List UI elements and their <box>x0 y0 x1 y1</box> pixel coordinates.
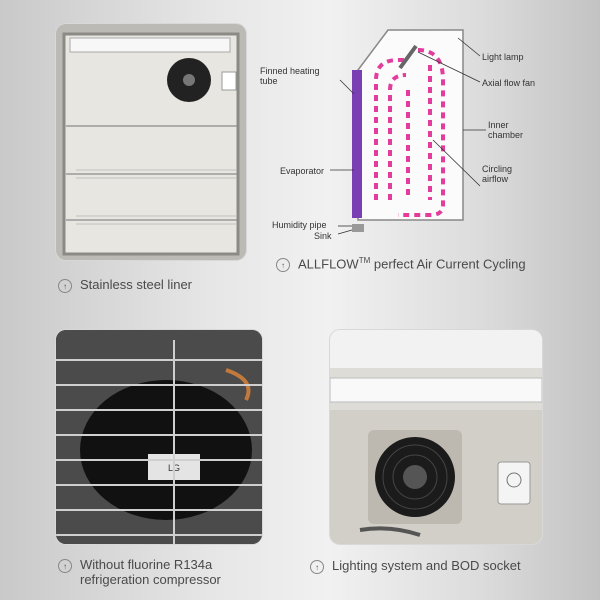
arrow-bullet-icon: ↑ <box>310 560 324 574</box>
compressor-body <box>80 380 252 520</box>
label-finned-tube: Finned heating tube <box>260 66 320 86</box>
arrow-bullet-icon: ↑ <box>276 258 290 272</box>
caption-text: Lighting system and BOD socket <box>332 558 521 573</box>
compressor-photo: LG <box>56 330 262 544</box>
trademark-sup: TM <box>358 256 371 265</box>
airflow-diagram: Light lamp Axial flow fan Finned heating… <box>258 20 558 250</box>
caption-text: Without fluorine R134a refrigeration com… <box>80 557 221 587</box>
label-circling-airflow: Circling airflow <box>482 164 513 184</box>
liner-illustration <box>56 24 246 260</box>
airflow-diagram-svg <box>330 29 486 235</box>
arrow-bullet-icon: ↑ <box>58 279 72 293</box>
evaporator-coil <box>352 70 362 218</box>
label-axial-fan: Axial flow fan <box>482 78 536 88</box>
light-tube <box>330 377 542 403</box>
lighting-illustration <box>330 330 542 544</box>
caption-compressor: ↑ Without fluorine R134a refrigeration c… <box>58 557 221 587</box>
bod-socket <box>497 461 531 505</box>
caption-allflow: ↑ ALLFLOWTM perfect Air Current Cycling <box>276 256 526 272</box>
arrow-bullet-icon: ↑ <box>58 559 72 573</box>
caption-stainless-liner: ↑ Stainless steel liner <box>58 277 192 293</box>
label-sink: Sink <box>314 231 332 241</box>
caption-tail: perfect Air Current Cycling <box>370 256 526 272</box>
caption-lighting: ↑ Lighting system and BOD socket <box>310 558 521 574</box>
lighting-socket-photo <box>330 330 542 544</box>
label-inner-chamber: Inner chamber <box>488 120 524 140</box>
stainless-liner-photo <box>56 24 246 260</box>
caption-text: Stainless steel liner <box>80 277 192 292</box>
airflow-paths <box>374 48 445 217</box>
compressor-illustration: LG <box>56 330 262 544</box>
label-humidity-pipe: Humidity pipe <box>272 220 327 230</box>
caption-text: ALLFLOW <box>298 256 359 272</box>
label-evaporator: Evaporator <box>280 166 325 176</box>
label-light-lamp: Light lamp <box>482 52 524 62</box>
